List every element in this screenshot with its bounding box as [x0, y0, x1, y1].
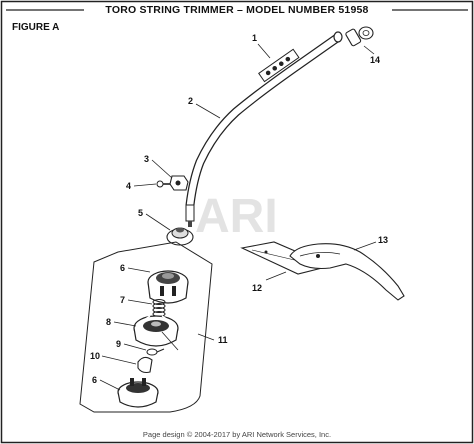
part-decal	[258, 48, 300, 83]
leader-lines	[99, 43, 377, 391]
shaft-tip	[185, 204, 195, 222]
part-cover-upper	[147, 270, 189, 304]
part-shaft-inner	[186, 34, 341, 209]
diagram-title: TORO STRING TRIMMER – MODEL NUMBER 51958	[105, 4, 369, 16]
part-bracket	[169, 175, 189, 191]
figure-label: FIGURE A	[12, 22, 60, 33]
callout-4: 4	[126, 181, 131, 191]
callout-13: 13	[378, 235, 388, 245]
callout-14: 14	[370, 55, 380, 65]
title-band: TORO STRING TRIMMER – MODEL NUMBER 51958	[6, 3, 468, 17]
callout-10: 10	[90, 351, 100, 361]
callout-3: 3	[144, 154, 149, 164]
shaft-tip-neck	[188, 221, 192, 227]
part-guard	[289, 243, 405, 301]
part-eyelet	[146, 348, 165, 356]
part-cover-lower	[117, 378, 159, 408]
part-shaft	[185, 33, 342, 210]
callout-7: 7	[120, 295, 125, 305]
part-clip	[345, 26, 374, 47]
callout-6-lower: 6	[92, 375, 97, 385]
part-clip-ring	[137, 356, 153, 374]
callout-5: 5	[138, 208, 143, 218]
callout-6-upper: 6	[120, 263, 125, 273]
part-screw	[156, 180, 170, 188]
callout-8: 8	[106, 317, 111, 327]
callout-1: 1	[252, 33, 257, 43]
callout-11: 11	[218, 335, 228, 345]
shaft-end	[333, 31, 343, 43]
part-spool	[133, 315, 179, 347]
footer-copyright: Page design © 2004-2017 by ARI Network S…	[142, 430, 332, 439]
assembly-outline	[79, 241, 213, 413]
callout-12: 12	[252, 283, 262, 293]
callout-2: 2	[188, 96, 193, 106]
watermark: ARI	[195, 190, 278, 243]
callout-9: 9	[116, 339, 121, 349]
